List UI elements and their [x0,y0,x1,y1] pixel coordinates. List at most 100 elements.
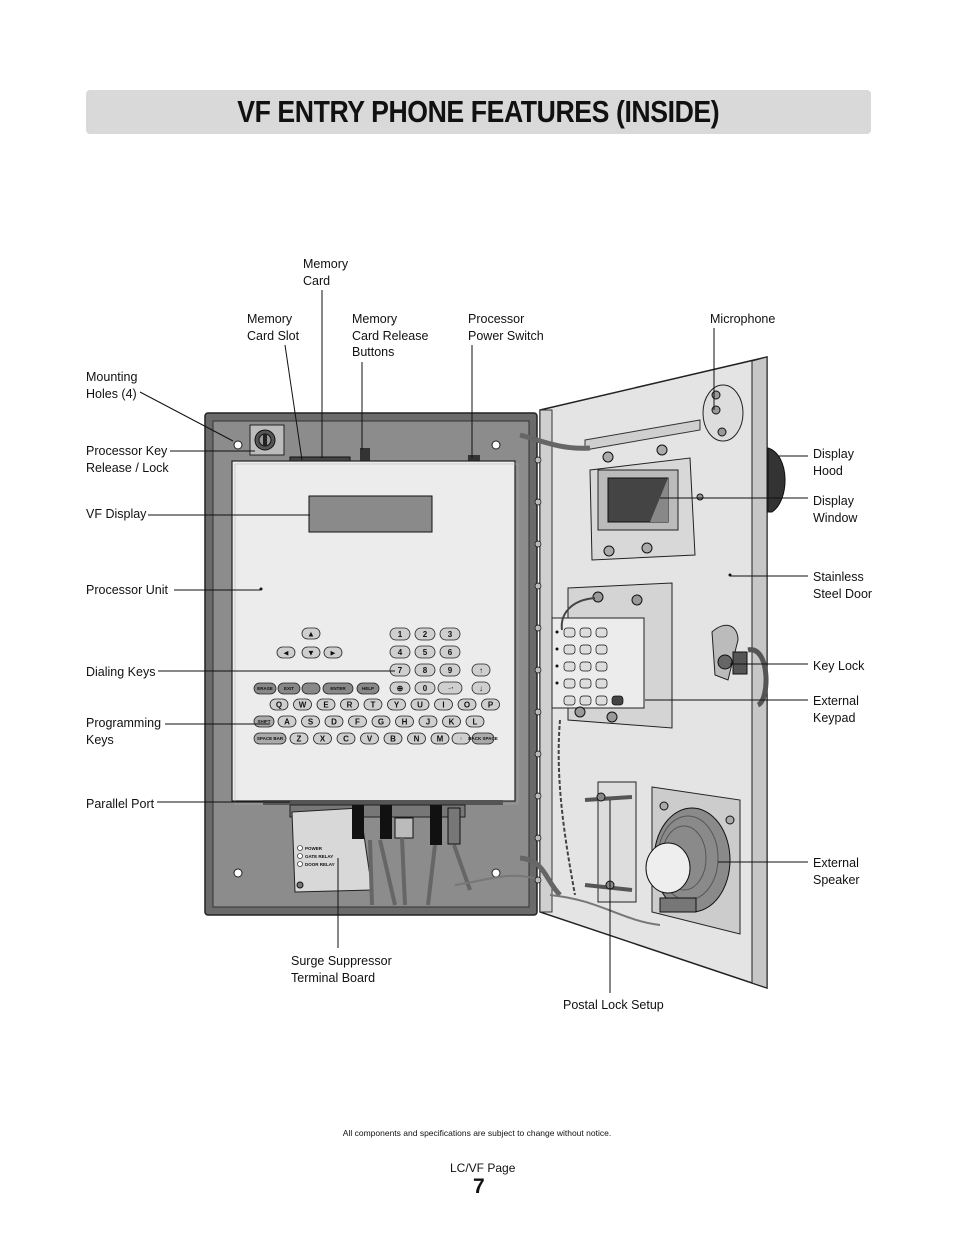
key-right: ► [323,646,343,659]
hinge-screw [534,456,542,464]
key-0: 0 [414,681,436,695]
key-label: D [331,717,337,726]
processor-key-lock [249,424,285,456]
label-display-window: Display Window [813,494,858,525]
key-f: F [348,715,367,728]
page-reference: LC/VF Page [450,1161,516,1175]
key-label: C [343,734,349,743]
title-bar: VF ENTRY PHONE FEATURES (INSIDE) [86,90,871,134]
key-label: G [378,717,384,726]
key-label: ▼ [307,648,315,657]
key-label: SHIFT [258,719,271,724]
label-postal-lock: Postal Lock Setup [563,998,664,1012]
hinge-screw [534,708,542,716]
key-j: J [418,715,438,728]
hinge-screw [534,666,542,674]
key-3: 3 [439,627,461,641]
external-keypad-button [579,678,592,689]
key-left: ◄ [276,646,296,659]
disclaimer: All components and specifications are su… [342,1128,612,1138]
key-star: ⊕ [389,681,411,695]
key-w: W [293,698,312,711]
keypad-indicator [555,664,559,668]
key-o: O [457,698,477,711]
key-label: F [355,717,360,726]
label-memory-card-slot: Memory Card Slot [247,312,300,343]
leader-lines [139,290,808,993]
surge-label: DOOR RELAY [305,862,335,867]
key-m: M [430,732,450,745]
key-9: 9 [439,663,461,677]
external-keypad-button [595,695,608,706]
label-processor-unit: Processor Unit [86,583,168,597]
key-label: 4 [398,648,403,657]
label-processor-power-switch: Processor Power Switch [468,312,544,343]
key-label: ERASE [257,686,273,691]
key-label: 3 [448,630,453,639]
key-hash: →• [437,681,463,695]
key-label: X [320,734,326,743]
hinge-screw [534,834,542,842]
key-label: SPACE BAR [257,736,284,741]
key-label: ⊕ [397,684,404,693]
postal-lock [584,781,637,903]
key-label: ↑ [460,736,462,741]
display-window-assembly [589,444,704,561]
surge-indicator: DOOR RELAY [297,861,335,867]
key-h: H [395,715,414,728]
label-surge-suppressor: Surge Suppressor Terminal Board [291,954,392,985]
external-keypad-button [579,661,592,672]
key-label: Q [276,700,282,709]
key-label: 1 [398,630,403,639]
key-label: ▲ [307,629,315,638]
key-y: Y [387,698,406,711]
hinge-screw [534,750,542,758]
key-2: 2 [414,627,436,641]
key-label: 5 [423,648,428,657]
key-label: HELP [362,686,374,691]
key-label: Y [394,700,400,709]
label-key-lock: Key Lock [813,659,865,673]
label-stainless-door: Stainless Steel Door [813,570,873,601]
label-external-keypad: External Keypad [813,694,859,725]
keypad-indicator [555,647,559,651]
key-b: B [383,732,403,745]
hinge-screw [534,582,542,590]
key-label: ↓ [479,684,483,693]
page-number: 7 [473,1175,485,1198]
key-label: V [367,734,373,743]
external-keypad-button [595,644,608,655]
external-keypad-button [579,644,592,655]
key-label: Z [297,734,302,743]
key-label: 7 [398,666,403,675]
key-label: ↑ [479,666,483,675]
key-4: 4 [389,645,411,659]
key-q: Q [269,698,289,711]
hinge-screw [534,876,542,884]
key-shift: SHIFT [253,715,275,728]
key-label: E [323,700,329,709]
key-space-bar: SPACE BAR [253,732,287,745]
external-keypad-button [611,695,624,706]
key-label: EXIT [284,686,294,691]
label-processor-key: Processor Key Release / Lock [86,444,169,475]
microphone [702,384,744,442]
key-exit: EXIT [277,682,301,695]
label-display-hood: Display Hood [813,447,854,478]
key-label: ► [329,648,337,657]
external-keypad-button [563,661,576,672]
key-label: O [464,700,470,709]
external-speaker [645,786,741,935]
external-keypad [551,582,673,896]
key-label: A [284,717,290,726]
hinge-screw [534,498,542,506]
key-label: N [414,734,420,743]
display-hood [767,447,786,513]
key-label: 2 [423,630,428,639]
key-v: V [360,732,379,745]
key-label: 8 [423,666,428,675]
key-label: R [347,700,353,709]
